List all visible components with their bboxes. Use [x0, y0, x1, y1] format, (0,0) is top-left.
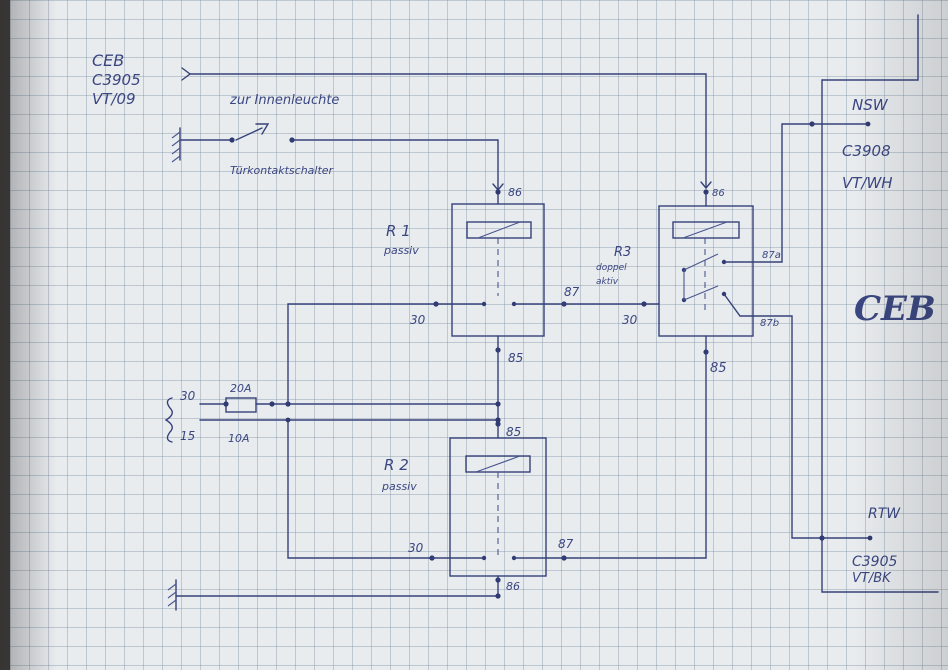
ceb-in-line2: C3905: [92, 71, 141, 89]
interior-light-label: zur Innenleuchte: [229, 93, 339, 108]
r1-name: R 1: [386, 222, 411, 240]
terminal30-bus: [287, 301, 453, 561]
r2-pin85: 85: [506, 425, 521, 439]
relay-r1-labels: R 1 passiv 86 85 30 87: [383, 186, 580, 365]
supply-term15: 15: [180, 429, 195, 443]
r1-mode: passiv: [383, 244, 419, 257]
ceb-module-title: CEB: [854, 289, 936, 329]
r3-pin85: 85: [710, 361, 727, 376]
r3-pin30: 30: [622, 313, 638, 327]
r1-pin87: 87: [564, 285, 580, 299]
r2-pin30: 30: [408, 541, 424, 555]
ceb-module-labels: NSW C3908 VT/WH CEB RTW C3905 VT/BK: [842, 96, 936, 586]
r3-85-to-r2-87-wire: [545, 351, 707, 561]
r2-pin86: 86: [506, 580, 520, 593]
r2-name: R 2: [384, 456, 409, 474]
relay-r2: [449, 421, 547, 597]
ceb-in-line1: CEB: [92, 51, 124, 70]
r3-output-wires: [752, 121, 873, 541]
relay-r3: [658, 189, 754, 355]
r2-mode: passiv: [381, 480, 417, 493]
ceb-in-line3: VT/09: [92, 90, 136, 108]
supply-labels: 30 15 20A 10A: [180, 382, 252, 445]
nsw-connector-line2: VT/WH: [842, 174, 893, 192]
fuse-bottom-rating: 10A: [228, 432, 250, 445]
door-switch-label: Türkontaktschalter: [230, 164, 335, 177]
supply-circuit: [164, 349, 501, 443]
door-switch-circuit: [171, 123, 504, 192]
relay-r3-labels: R3 doppel aktiv 86 85 30 87a 87b: [596, 188, 781, 376]
ceb-signal-wire: [181, 67, 712, 190]
relay-r1: [451, 189, 545, 353]
r1-87-to-r3-30-wire: [543, 301, 660, 307]
fuse-top-rating: 20A: [230, 382, 252, 395]
nsw-connector-line1: C3908: [842, 142, 891, 160]
r3-pin86: 86: [712, 188, 725, 199]
ceb-module-box: [821, 14, 939, 593]
r3-pin87a: 87a: [762, 250, 781, 261]
r3-name: R3: [614, 245, 631, 260]
relay-r2-labels: R 2 passiv 85 86 30 87: [381, 425, 574, 593]
r1-pin30: 30: [410, 313, 426, 327]
nsw-label: NSW: [852, 96, 889, 114]
r1-pin85: 85: [508, 351, 523, 365]
rtw-connector-line1: C3905: [852, 554, 897, 570]
supply-term30: 30: [180, 389, 196, 403]
r3-mode-line1: doppel: [596, 263, 627, 273]
ceb-input-connector-label: CEB C3905 VT/09: [92, 51, 141, 108]
r2-pin87: 87: [558, 537, 574, 551]
r3-mode-line2: aktiv: [596, 277, 619, 287]
rtw-label: RTW: [868, 506, 901, 522]
rtw-connector-line2: VT/BK: [852, 571, 892, 586]
r3-pin87b: 87b: [760, 318, 779, 329]
r1-pin86: 86: [508, 186, 522, 199]
ground-bottom-wire: [167, 579, 501, 611]
